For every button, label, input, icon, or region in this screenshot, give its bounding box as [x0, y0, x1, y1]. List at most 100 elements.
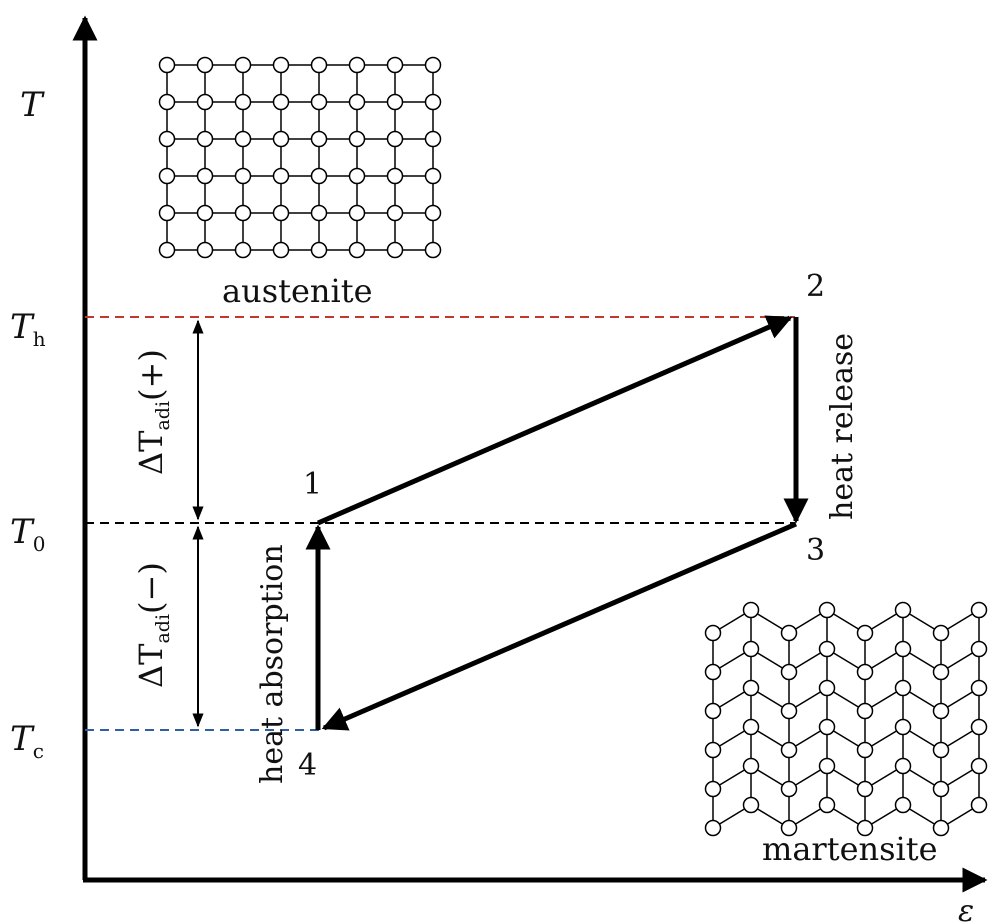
lattice-atom — [158, 130, 176, 148]
lattice-atom — [348, 241, 366, 259]
lattice-atom — [818, 718, 836, 736]
process-3-4 — [321, 521, 797, 731]
lattice-atom — [310, 167, 328, 185]
lattice-atom — [704, 819, 722, 837]
lattice-atom — [158, 167, 176, 185]
lattice-atom — [970, 718, 988, 736]
delta-minus-sub: adi — [152, 614, 174, 644]
label-tc-sub: c — [33, 739, 44, 763]
lattice-atom — [348, 56, 366, 74]
lattice-atom — [310, 56, 328, 74]
lattice-atom — [310, 204, 328, 222]
lattice-atom — [932, 624, 950, 642]
lattice-atom — [704, 624, 722, 642]
lattice-atom — [742, 718, 760, 736]
lattice-atom — [424, 130, 442, 148]
lattice-atom — [272, 167, 290, 185]
lattice-atom — [196, 56, 214, 74]
lattice-atom — [272, 204, 290, 222]
lattice-atom — [704, 780, 722, 798]
label-t0-symbol: T — [10, 512, 35, 552]
delta-plus-label: ΔTadi(+) — [132, 349, 174, 475]
delta-plus-suffix: (+) — [132, 349, 170, 401]
lattice-atom — [970, 601, 988, 619]
lattice-atom — [780, 819, 798, 837]
lattice-atom — [310, 130, 328, 148]
lattice-atom — [234, 167, 252, 185]
lattice-atom — [310, 241, 328, 259]
lattice-atom — [932, 780, 950, 798]
lattice-atom — [970, 796, 988, 814]
lattice-atom — [196, 241, 214, 259]
martensite-label: martensite — [762, 830, 938, 868]
delta-plus-prefix: ΔT — [132, 430, 170, 475]
lattice-atom — [386, 56, 404, 74]
lattice-atom — [704, 663, 722, 681]
lattice-atom — [780, 702, 798, 720]
lattice-atom — [424, 167, 442, 185]
lattice-atom — [234, 130, 252, 148]
point-3-label: 3 — [806, 533, 825, 568]
lattice-atom — [742, 640, 760, 658]
lattice-atom — [970, 679, 988, 697]
lattice-atom — [234, 93, 252, 111]
lattice-atom — [234, 204, 252, 222]
lattice-atom — [424, 56, 442, 74]
lattice-atom — [894, 679, 912, 697]
lattice-atom — [742, 679, 760, 697]
lattice-atom — [780, 741, 798, 759]
lattice-atom — [386, 204, 404, 222]
delta-plus-sub: adi — [152, 401, 174, 431]
heat-absorption-label: heat absorption — [255, 544, 290, 784]
delta-minus-label: ΔTadi(−) — [132, 562, 174, 688]
process-1-2 — [317, 315, 793, 526]
label-th-symbol: T — [10, 307, 35, 347]
point-1-label: 1 — [303, 467, 322, 502]
martensite-lattice — [704, 601, 988, 837]
lattice-atom — [818, 601, 836, 619]
heat-release-label: heat release — [825, 333, 860, 520]
lattice-atom — [158, 93, 176, 111]
austenite-lattice — [158, 56, 442, 259]
lattice-atom — [780, 624, 798, 642]
lattice-atom — [196, 130, 214, 148]
y-axis-label: T — [20, 85, 45, 125]
lattice-atom — [742, 796, 760, 814]
lattice-atom — [386, 93, 404, 111]
delta-minus-prefix: ΔT — [132, 643, 170, 688]
lattice-atom — [158, 241, 176, 259]
lattice-atom — [894, 640, 912, 658]
lattice-atom — [272, 93, 290, 111]
austenite-label: austenite — [222, 272, 373, 310]
lattice-atom — [272, 56, 290, 74]
lattice-atom — [704, 741, 722, 759]
lattice-atom — [818, 640, 836, 658]
lattice-atom — [348, 204, 366, 222]
delta-minus-suffix: (−) — [132, 562, 170, 614]
label-t0-sub: 0 — [33, 532, 46, 556]
lattice-atom — [158, 56, 176, 74]
lattice-atom — [234, 56, 252, 74]
lattice-atom — [856, 780, 874, 798]
lattice-atom — [424, 204, 442, 222]
lattice-atom — [742, 757, 760, 775]
lattice-atom — [196, 167, 214, 185]
label-th-sub: h — [33, 327, 46, 351]
lattice-atom — [780, 663, 798, 681]
lattice-atom — [348, 93, 366, 111]
lattice-atom — [310, 93, 328, 111]
lattice-atom — [856, 741, 874, 759]
lattice-atom — [196, 93, 214, 111]
lattice-atom — [234, 241, 252, 259]
x-axis-label: ε — [958, 894, 974, 924]
lattice-atom — [386, 167, 404, 185]
lattice-atom — [348, 130, 366, 148]
lattice-atom — [894, 601, 912, 619]
lattice-atom — [272, 130, 290, 148]
lattice-atom — [704, 702, 722, 720]
lattice-atom — [742, 601, 760, 619]
lattice-atom — [894, 757, 912, 775]
lattice-atom — [348, 167, 366, 185]
lattice-atom — [856, 663, 874, 681]
